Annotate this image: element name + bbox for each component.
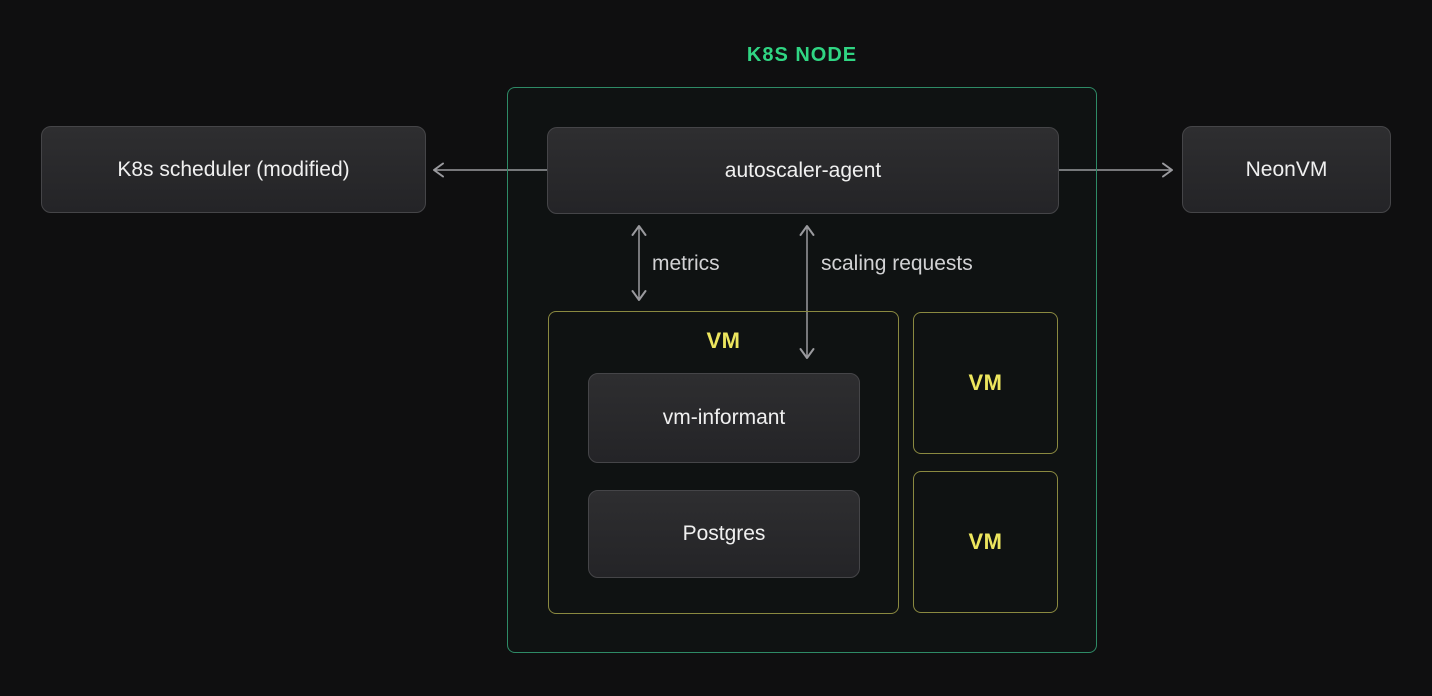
vm-group-main: VM vm-informant Postgres	[548, 311, 899, 614]
vm-box-small-top-label: VM	[968, 370, 1003, 395]
vm-box-small-bottom: VM	[913, 471, 1058, 613]
vm-group-main-label: VM	[706, 328, 741, 353]
node-autoscaler-agent: autoscaler-agent	[547, 127, 1059, 214]
node-postgres: Postgres	[588, 490, 860, 578]
k8s-node-title: K8S NODE	[746, 44, 858, 66]
node-autoscaler-agent-label: autoscaler-agent	[724, 158, 882, 182]
arrow-up-head-icon	[799, 225, 815, 236]
vm-box-small-top: VM	[913, 312, 1058, 454]
node-neonvm-label: NeonVM	[1245, 157, 1328, 181]
node-postgres-label: Postgres	[682, 522, 766, 545]
arrow-right-head-icon	[1162, 162, 1173, 178]
node-vm-informant: vm-informant	[588, 373, 860, 463]
arrow-down-head-icon	[799, 348, 815, 359]
arrow-down-head-icon	[631, 290, 647, 301]
arrow-up-head-icon	[631, 225, 647, 236]
arrow-metrics	[631, 225, 647, 301]
arrow-scaling-requests	[799, 225, 815, 359]
edge-label-scaling-requests: scaling requests	[821, 252, 973, 275]
arrow-autoscaler-to-scheduler	[433, 162, 547, 178]
node-vm-informant-label: vm-informant	[662, 406, 786, 429]
arrow-left-head-icon	[433, 162, 444, 178]
edge-label-metrics: metrics	[652, 252, 720, 275]
arrow-autoscaler-to-neonvm	[1059, 162, 1173, 178]
node-neonvm: NeonVM	[1182, 126, 1391, 213]
vm-box-small-bottom-label: VM	[968, 529, 1003, 554]
k8s-node-container: autoscaler-agent metrics scaling request…	[507, 87, 1097, 653]
node-k8s-scheduler: K8s scheduler (modified)	[41, 126, 426, 213]
node-k8s-scheduler-label: K8s scheduler (modified)	[117, 157, 350, 181]
